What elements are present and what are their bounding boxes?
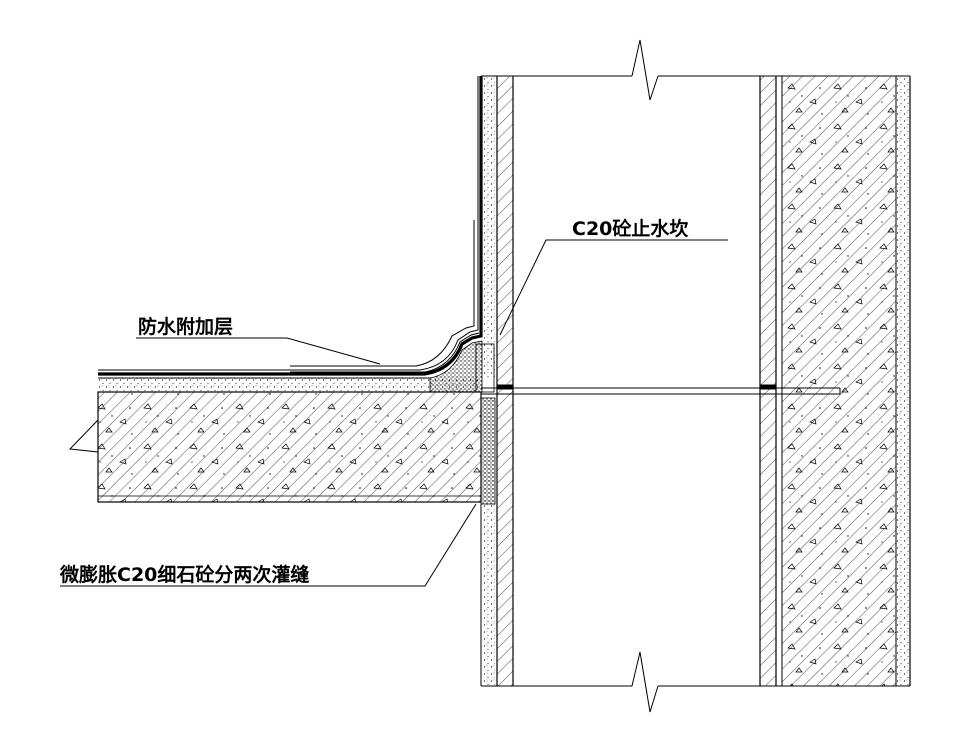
floor-slab (97, 391, 482, 503)
leader-lines (60, 239, 728, 587)
right-wall-concrete (781, 76, 897, 686)
screed-layer (98, 377, 481, 393)
left-wall-leaf (496, 76, 514, 686)
left-wall-plaster (480, 76, 495, 686)
label-waterproof-layer: 防水附加层 (138, 315, 233, 338)
tie-bar (481, 384, 841, 395)
stop-water-curb (429, 340, 495, 393)
right-wall-leaf (759, 76, 777, 686)
slab-break-line (68, 419, 99, 470)
waterproof-membrane (98, 76, 483, 376)
right-wall-plaster (896, 76, 911, 686)
label-grout-joint: 微膨胀C20细石砼分两次灌缝 (59, 563, 309, 586)
label-stop-water-curb: C20砼止水坎 (572, 217, 688, 240)
grout-joint (480, 397, 496, 505)
